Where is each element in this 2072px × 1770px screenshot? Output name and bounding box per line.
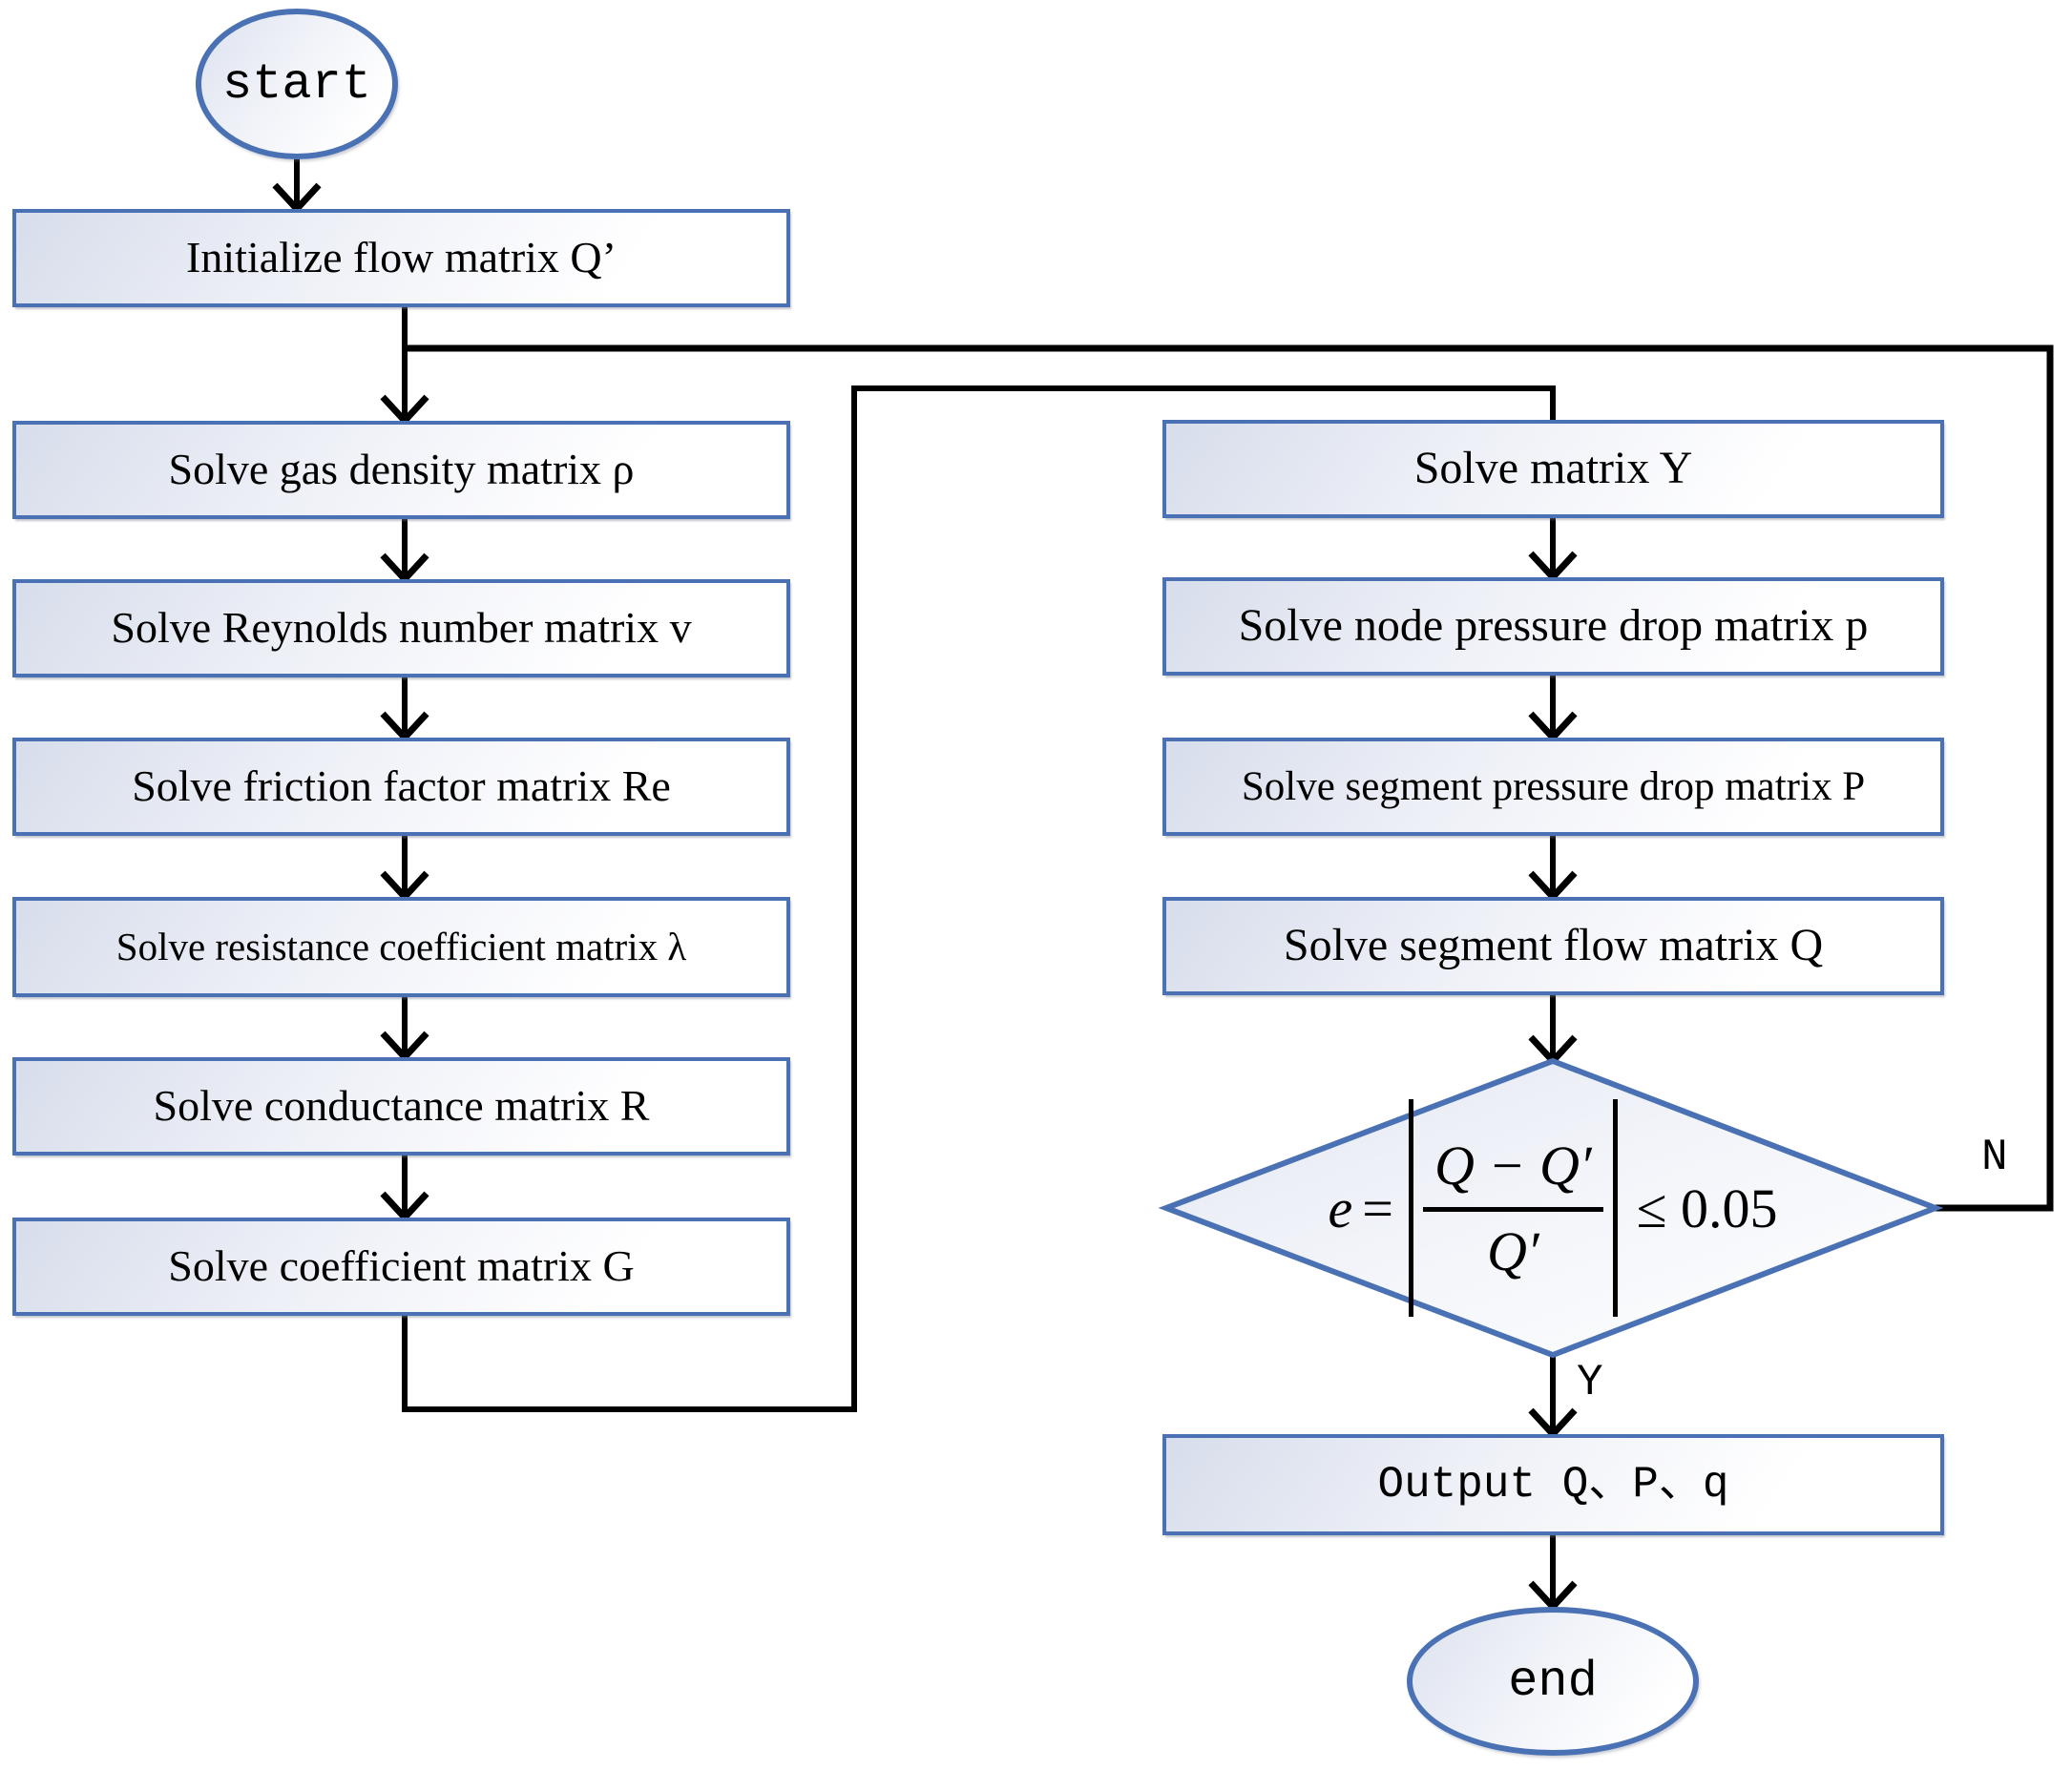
process-label: Solve friction factor matrix Re <box>132 761 671 811</box>
formula-fraction: Q − Q′ Q′ <box>1423 1134 1603 1283</box>
process-output-results: Output Q、P、q <box>1162 1434 1944 1535</box>
formula-condition: ≤ 0.05 <box>1636 1177 1778 1239</box>
process-label: Solve matrix Y <box>1413 443 1693 494</box>
process-solve-friction-factor: Solve friction factor matrix Re <box>12 738 790 836</box>
process-label: Solve Reynolds number matrix v <box>111 603 692 653</box>
formula-e: e <box>1328 1177 1353 1239</box>
edge-coefficient-to-matrix-y-loop <box>402 385 1556 1412</box>
start-label: start <box>221 55 372 113</box>
abs-bar-left <box>1409 1099 1413 1317</box>
process-label: Solve resistance coefficient matrix λ <box>115 924 687 968</box>
fraction-numerator: Q − Q′ <box>1423 1134 1603 1212</box>
process-solve-coefficient-matrix: Solve coefficient matrix G <box>12 1218 790 1316</box>
output-label: Output Q、P、q <box>1377 1459 1729 1510</box>
process-label: Solve gas density matrix ρ <box>168 445 635 494</box>
start-terminal: start <box>196 9 398 159</box>
end-terminal: end <box>1407 1607 1699 1756</box>
decision-formula: e = Q − Q′ Q′ ≤ 0.05 <box>1195 1084 1911 1332</box>
process-label: Solve conductance matrix R <box>153 1081 650 1131</box>
formula-equals: = <box>1362 1177 1393 1239</box>
process-solve-node-pressure-drop: Solve node pressure drop matrix p <box>1162 577 1944 676</box>
edge-decision-no-return <box>405 344 2054 1212</box>
process-solve-resistance-coefficient: Solve resistance coefficient matrix λ <box>12 897 790 997</box>
branch-label-no: N <box>1981 1133 2008 1182</box>
branch-label-yes: Y <box>1577 1358 1603 1407</box>
process-solve-gas-density: Solve gas density matrix ρ <box>12 421 790 519</box>
process-label: Solve coefficient matrix G <box>168 1241 635 1291</box>
abs-bar-right <box>1612 1099 1618 1317</box>
process-solve-segment-pressure-drop: Solve segment pressure drop matrix P <box>1162 738 1944 836</box>
end-label: end <box>1508 1653 1598 1710</box>
process-label: Solve node pressure drop matrix p <box>1238 600 1869 652</box>
process-label: Initialize flow matrix Q’ <box>186 233 617 282</box>
process-label: Solve segment flow matrix Q <box>1283 920 1824 971</box>
process-solve-segment-flow: Solve segment flow matrix Q <box>1162 897 1944 995</box>
process-solve-conductance: Solve conductance matrix R <box>12 1057 790 1156</box>
process-solve-reynolds-number: Solve Reynolds number matrix v <box>12 579 790 677</box>
process-solve-matrix-y: Solve matrix Y <box>1162 420 1944 518</box>
process-initialize-flow-matrix: Initialize flow matrix Q’ <box>12 209 790 307</box>
process-label: Solve segment pressure drop matrix P <box>1241 763 1866 809</box>
fraction-denominator: Q′ <box>1487 1219 1539 1282</box>
